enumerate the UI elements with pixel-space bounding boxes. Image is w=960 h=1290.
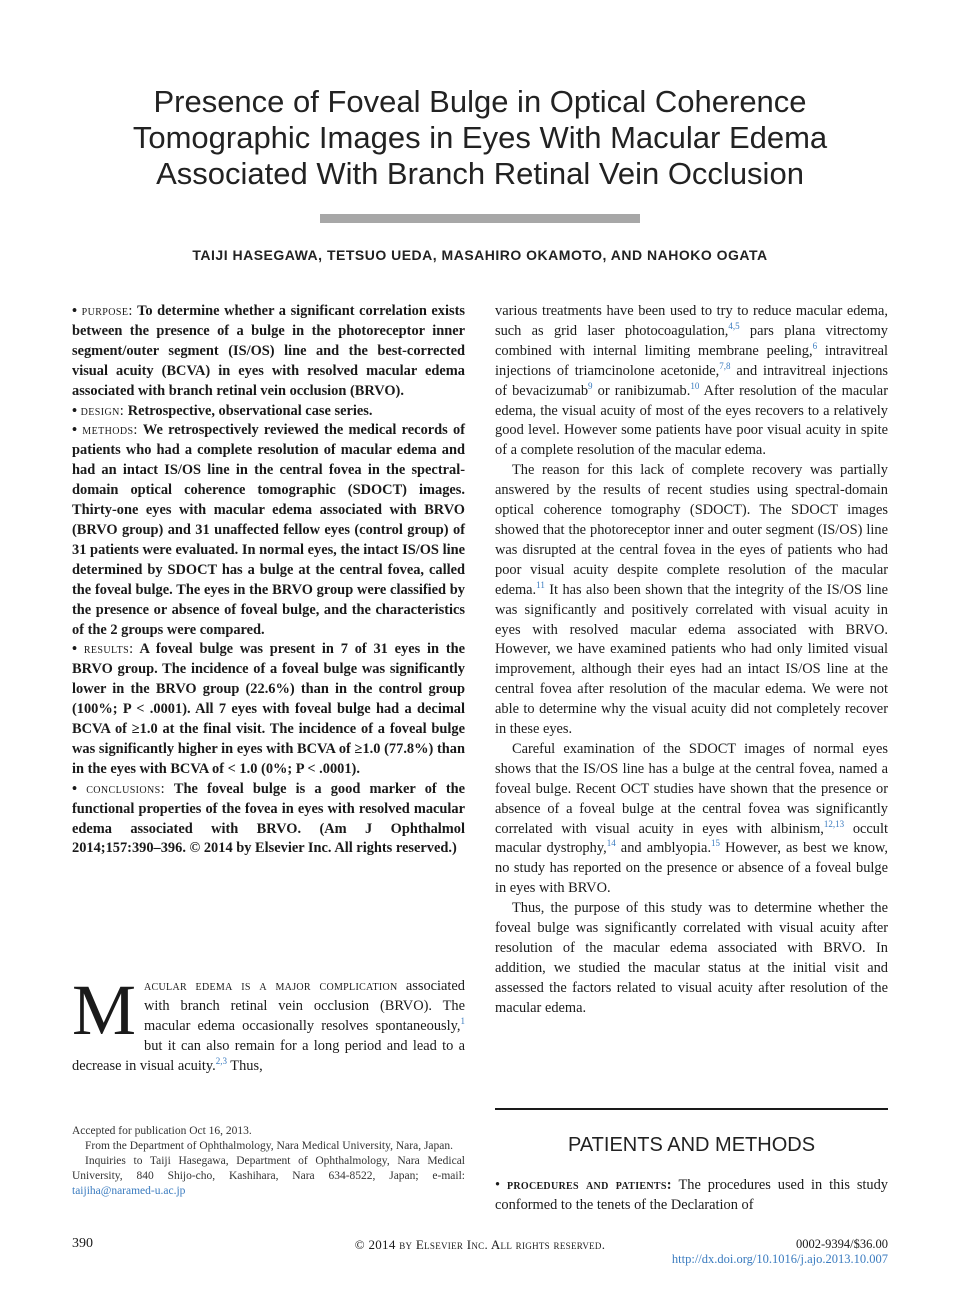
abstract: • purpose: To determine whether a signif… [72, 302, 465, 859]
results-text: A foveal bulge was present in 7 of 31 ey… [72, 641, 466, 777]
reference-link[interactable]: 10 [690, 380, 700, 391]
reference-link[interactable]: 1 [460, 1016, 466, 1027]
footnotes: Accepted for publication Oct 16, 2013. F… [72, 1124, 465, 1199]
body-paragraph: The reason for this lack of complete rec… [495, 461, 888, 740]
title-line: Presence of Foveal Bulge in Optical Cohe… [153, 84, 807, 119]
abstract-purpose: • purpose: To determine whether a signif… [72, 303, 465, 399]
intro-text: Thus, [226, 1057, 263, 1074]
abstract-conclusions: • conclusions: The foveal bulge is a goo… [72, 780, 466, 857]
body-text: and amblyopia. [615, 840, 712, 857]
methods-text: We retrospectively reviewed the medical … [72, 422, 465, 638]
introduction-continued: various treatments have been used to try… [495, 302, 888, 1019]
reference-link[interactable]: 9 [588, 380, 593, 391]
copyright-notice: © 2014 by Elsevier Inc. All rights reser… [354, 1237, 606, 1252]
body-paragraph: Thus, the purpose of this study was to d… [495, 900, 888, 1016]
email-link[interactable]: taijiha@naramed-u.ac.jp [72, 1185, 186, 1197]
title-line: Associated With Branch Retinal Vein Occl… [156, 156, 804, 191]
section-divider [495, 1108, 888, 1110]
reference-link[interactable]: 12,13 [823, 818, 845, 829]
reference-link[interactable]: 6 [812, 341, 818, 352]
correspondence: Inquiries to Taiji Hasegawa, Department … [72, 1154, 465, 1199]
intro-text: but it can also remain for a long period… [72, 1037, 465, 1074]
abstract-design: • design: Retrospective, observational c… [72, 402, 373, 419]
reference-link[interactable]: 15 [711, 838, 721, 849]
procedures-label: procedures and patients: [506, 1177, 672, 1193]
body-text: or ranibizumab. [592, 382, 691, 399]
journal-citation: (Am J Ophthalmol 2014;157:390–396. © 201… [72, 820, 465, 857]
accepted-date: Accepted for publication Oct 16, 2013. [72, 1125, 252, 1137]
body-text: various treatments have been used to try… [495, 303, 888, 339]
purpose-label: purpose: [81, 303, 133, 319]
conclusions-label: conclusions: [86, 780, 165, 797]
procedures-paragraph: • procedures and patients: The procedure… [495, 1177, 888, 1213]
methods-label: methods: [82, 422, 138, 439]
body-text: The reason for this lack of complete rec… [495, 462, 888, 598]
body-paragraph: Careful examination of the SDOCT images … [495, 740, 888, 899]
author-list: TAIJI HASEGAWA, TETSUO UEDA, MASAHIRO OK… [192, 247, 768, 263]
abstract-results: • results: A foveal bulge was present in… [72, 641, 466, 777]
title-divider [320, 214, 640, 223]
body-paragraph: various treatments have been used to try… [495, 302, 888, 461]
correspondence-text: Inquiries to Taiji Hasegawa, Department … [72, 1155, 465, 1182]
reference-link[interactable]: 2,3 [215, 1055, 227, 1066]
body-text: However, as best we know, no study has r… [495, 840, 888, 897]
design-label: design: [80, 402, 125, 419]
reference-link[interactable]: 4,5 [728, 321, 740, 332]
section-heading: PATIENTS AND METHODS [567, 1134, 816, 1156]
body-text: and intravitreal injections of bevacizum… [495, 362, 889, 399]
intro-text: associated with branch retinal vein occl… [144, 978, 465, 1034]
body-text: intravitreal injections of triamcinolone… [495, 342, 888, 379]
results-label: results: [83, 641, 134, 658]
issn-doi-block: 0002-9394/$36.00 http://dx.doi.org/10.10… [672, 1237, 888, 1267]
reference-link[interactable]: 14 [606, 838, 616, 849]
body-text: occult macular dystrophy, [495, 820, 888, 857]
doi-link[interactable]: http://dx.doi.org/10.1016/j.ajo.2013.10.… [671, 1252, 888, 1266]
abstract-methods: • methods: We retrospectively reviewed t… [72, 422, 465, 638]
issn: 0002-9394/$36.00 [795, 1237, 888, 1251]
reference-link[interactable]: 7,8 [719, 360, 731, 371]
body-text: After resolution of the macular edema, t… [495, 382, 888, 459]
body-text: pars plana vitrectomy combined with inte… [495, 322, 888, 359]
intro-lead-caps: acular edema is a major complication [144, 978, 398, 994]
design-text: Retrospective, observational case series… [127, 402, 373, 419]
page-number: 390 [72, 1236, 93, 1251]
body-text: Careful examination of the SDOCT images … [495, 740, 888, 837]
article-title: Presence of Foveal Bulge in Optical Cohe… [90, 84, 870, 192]
procedures-text: The procedures used in this study confor… [495, 1177, 888, 1213]
conclusions-text: The foveal bulge is a good marker of the… [72, 780, 466, 837]
purpose-text: To determine whether a significant corre… [72, 303, 465, 399]
drop-cap: M [72, 970, 137, 1050]
affiliation: From the Department of Ophthalmology, Na… [85, 1140, 453, 1152]
body-text: It has also been shown that the integrit… [495, 581, 888, 738]
reference-link[interactable]: 11 [536, 579, 545, 590]
title-line: Tomographic Images in Eyes With Macular … [132, 120, 828, 155]
